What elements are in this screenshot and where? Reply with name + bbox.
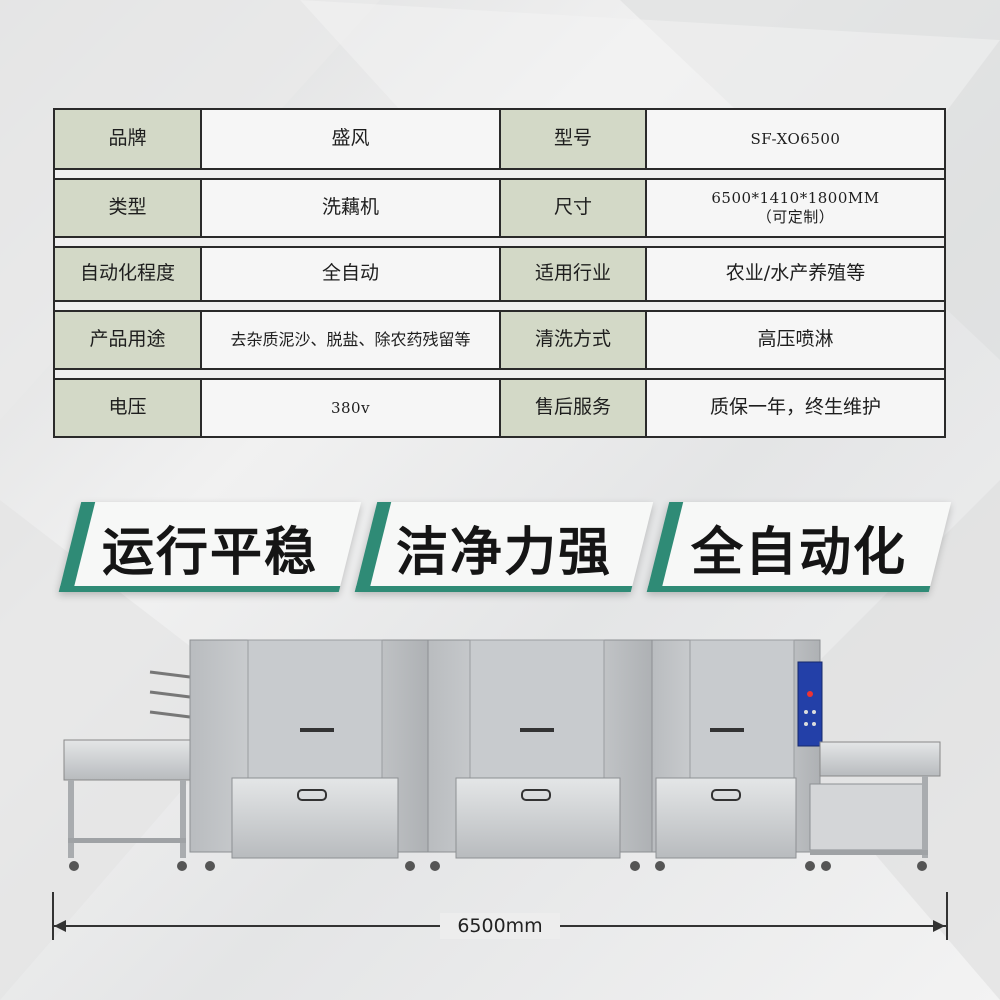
spec-table: 品牌 盛风 型号 SF-XO6500 类型 洗藕机 尺寸 6500*1410*1… (53, 108, 946, 438)
spec-label: 清洗方式 (501, 312, 647, 368)
feature-text: 洁净力强 (395, 522, 612, 583)
spec-row-brand: 品牌 盛风 型号 SF-XO6500 (55, 110, 944, 170)
spec-label: 适用行业 (501, 248, 647, 300)
spec-value: 农业/水产养殖等 (647, 248, 944, 300)
spec-value: 高压喷淋 (647, 312, 944, 368)
spec-row-voltage: 电压 380v 售后服务 质保一年，终生维护 (55, 378, 944, 436)
feature-text: 全自动化 (690, 522, 907, 583)
machine-image (63, 639, 941, 871)
spec-row-type: 类型 洗藕机 尺寸 6500*1410*1800MM （可定制） (55, 178, 944, 238)
spec-label: 售后服务 (501, 380, 647, 436)
spec-value: 380v (202, 380, 501, 436)
spec-label: 尺寸 (501, 180, 647, 236)
spec-value: 去杂质泥沙、脱盐、除农药残留等 (202, 312, 501, 368)
arrow-left-icon (54, 920, 66, 932)
spec-value: 全自动 (202, 248, 501, 300)
feature-banner-1: 运行平稳 (58, 502, 362, 592)
spec-label: 产品用途 (55, 312, 202, 368)
spec-value: 洗藕机 (202, 180, 501, 236)
spec-row-usage: 产品用途 去杂质泥沙、脱盐、除农药残留等 清洗方式 高压喷淋 (55, 310, 944, 370)
feature-banner-2: 洁净力强 (354, 502, 654, 592)
spec-label: 型号 (501, 110, 647, 168)
spec-value: 质保一年，终生维护 (647, 380, 944, 436)
dimension-tick-right (946, 892, 948, 940)
arrow-right-icon (933, 920, 945, 932)
spec-row-automation: 自动化程度 全自动 适用行业 农业/水产养殖等 (55, 246, 944, 302)
spec-value: SF-XO6500 (647, 110, 944, 168)
feature-text: 运行平稳 (101, 522, 318, 583)
spec-value: 6500*1410*1800MM （可定制） (647, 180, 944, 236)
dimension-label: 6500mm (440, 913, 560, 939)
spec-label: 类型 (55, 180, 202, 236)
feature-banner-3: 全自动化 (646, 502, 952, 592)
spec-label: 电压 (55, 380, 202, 436)
spec-value: 盛风 (202, 110, 501, 168)
dimension-tick-left (52, 892, 54, 940)
spec-label: 品牌 (55, 110, 202, 168)
spec-label: 自动化程度 (55, 248, 202, 300)
